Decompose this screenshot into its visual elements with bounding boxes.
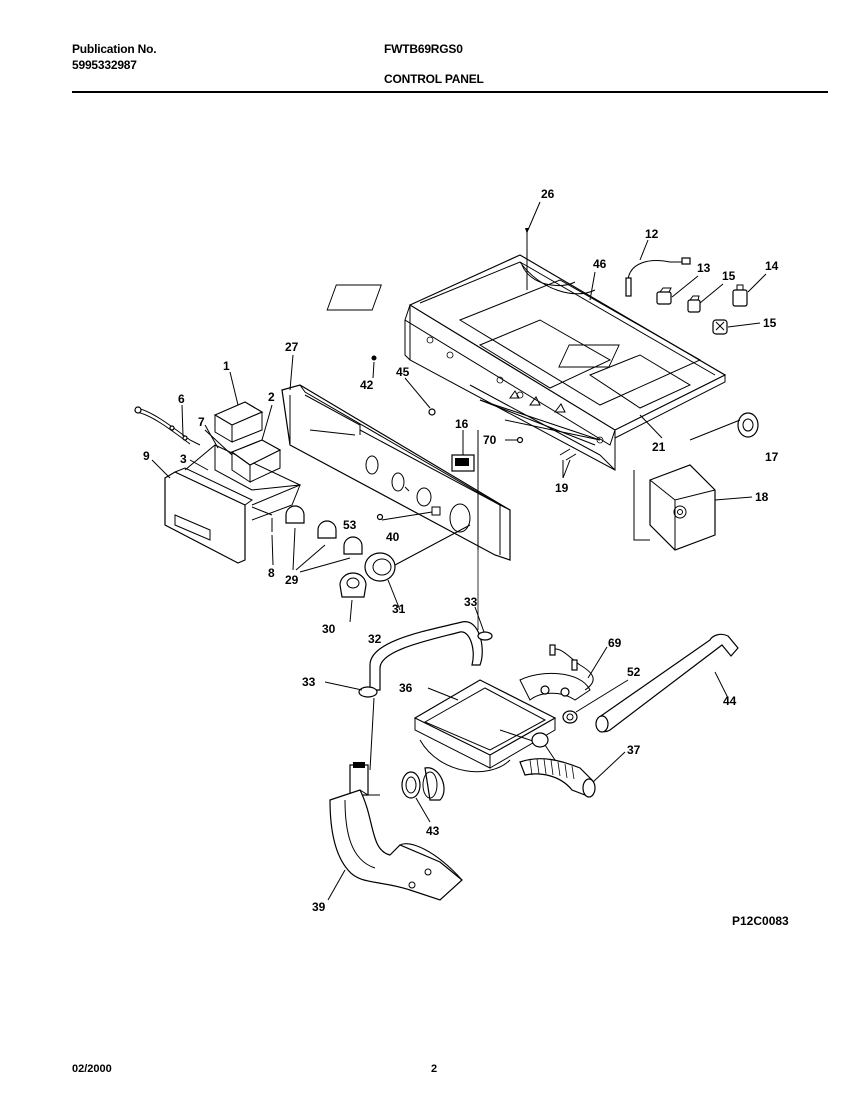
callouts: 26 12 46 13 15 14 15 27 1 42 45 2 6 7 16… [143,187,789,928]
callout-44: 44 [723,694,737,708]
clamp-33-upper [477,631,493,641]
callout-33-lower: 33 [302,675,316,689]
switch-17 [689,412,759,441]
callout-2: 2 [268,390,275,404]
callout-43: 43 [426,824,440,838]
switch-15-lower [712,319,728,335]
callout-33-upper: 33 [464,595,478,609]
wire-harness-12 [627,260,686,281]
callout-39: 39 [312,900,326,914]
footer-page-number: 2 [431,1063,438,1075]
callout-16: 16 [455,417,469,431]
callout-30: 30 [322,622,336,636]
callout-8: 8 [268,566,275,580]
wire-69 [549,644,594,691]
leader-lines [151,201,767,901]
model-number: FWTB69RGS0 [384,42,463,56]
clamp-33-lower [358,686,378,698]
elbow-hose-39 [329,762,463,901]
callout-31: 31 [392,602,406,616]
callout-46: 46 [593,257,607,271]
timer-18 [633,464,753,551]
callout-40: 40 [386,530,400,544]
diagram-code: P12C0083 [732,914,789,928]
callout-36: 36 [399,681,413,695]
dispenser-assembly [134,401,302,564]
callout-53: 53 [343,518,357,532]
switch-14 [732,284,748,307]
callout-26: 26 [541,187,555,201]
part-16 [451,430,475,472]
callout-14: 14 [765,259,779,273]
callout-15-lower: 15 [763,316,777,330]
callout-52: 52 [627,665,641,679]
publication-label: Publication No. [72,42,157,56]
publication-number: 5995332987 [72,58,137,72]
header-rule [72,91,828,93]
knob-31 [364,524,471,582]
callout-21: 21 [652,440,666,454]
callout-42: 42 [360,378,374,392]
callout-7: 7 [198,415,205,429]
knobs-29 [285,505,363,573]
callout-69: 69 [608,636,622,650]
knob-30 [339,572,367,598]
switch-15-upper [687,295,701,313]
callout-32: 32 [368,632,382,646]
callout-15-upper: 15 [722,269,736,283]
callout-6: 6 [178,392,185,406]
hose-37 [519,758,596,798]
callout-12: 12 [645,227,659,241]
callout-70: 70 [483,433,497,447]
section-title: CONTROL PANEL [384,72,484,86]
callout-3: 3 [180,452,187,466]
footer-date: 02/2000 [72,1063,112,1075]
pump-assembly-36 [413,672,591,773]
hose-32 [369,621,483,691]
callout-19: 19 [555,481,569,495]
callout-18: 18 [755,490,769,504]
callout-13: 13 [697,261,711,275]
callout-29: 29 [285,573,299,587]
console-frame [326,254,727,471]
clamp-52 [562,710,578,724]
seal-43 [401,767,445,801]
callout-27: 27 [285,340,299,354]
callout-17: 17 [765,450,779,464]
callout-9: 9 [143,449,150,463]
switch-13 [656,287,672,305]
callout-1: 1 [223,359,230,373]
callout-37: 37 [627,743,641,757]
callout-45: 45 [396,365,410,379]
